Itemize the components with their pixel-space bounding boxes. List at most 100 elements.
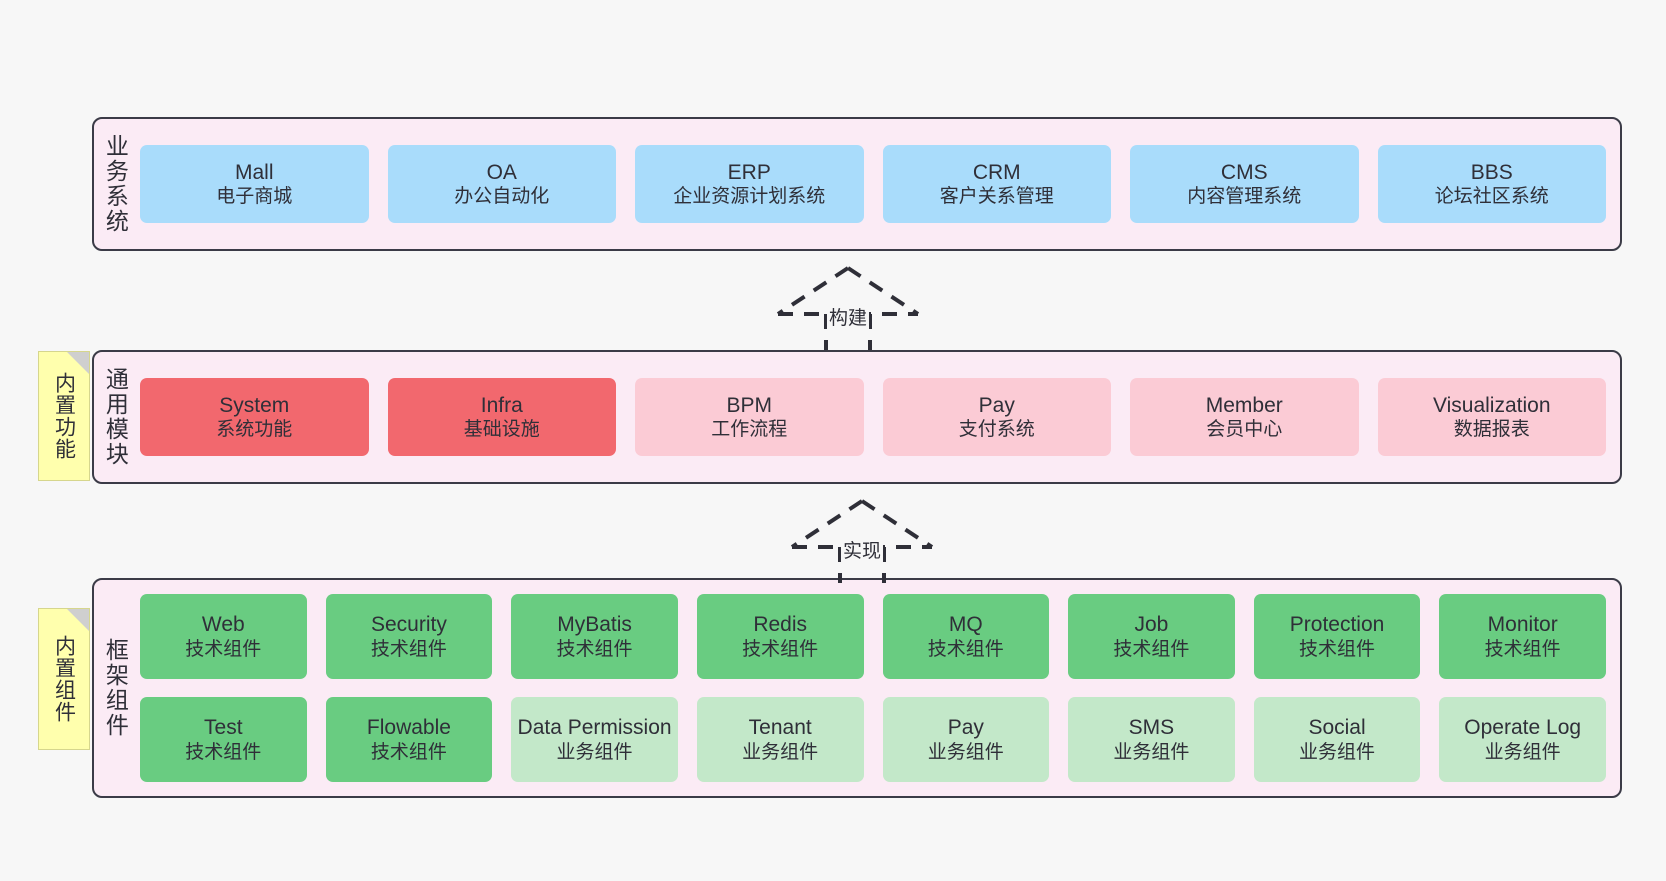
- card-title: Tenant: [748, 716, 812, 740]
- card-title: Pay: [978, 393, 1015, 417]
- card-subtitle: 系统功能: [216, 419, 293, 441]
- card-subtitle: 客户关系管理: [939, 186, 1054, 208]
- card-subtitle: 办公自动化: [454, 186, 550, 208]
- layer-title-framework: 框架组件: [102, 638, 129, 738]
- note-builtin-components: 内置组件: [38, 608, 90, 750]
- card-title: MyBatis: [557, 613, 632, 637]
- note-builtin-features: 内置功能: [38, 351, 90, 481]
- card-subtitle: 数据报表: [1453, 419, 1530, 441]
- card-title: BPM: [726, 393, 772, 417]
- card-subtitle: 技术组件: [370, 638, 447, 660]
- card-title: Member: [1205, 393, 1283, 417]
- layer-title-business: 业务系统: [102, 134, 129, 234]
- card-subtitle: 支付系统: [958, 419, 1035, 441]
- card-subtitle: 业务组件: [1113, 741, 1190, 763]
- card-subtitle: 工作流程: [711, 419, 788, 441]
- card-title: Infra: [480, 393, 523, 417]
- card-subtitle: 业务组件: [742, 741, 819, 763]
- card-subtitle: 企业资源计划系统: [673, 186, 826, 208]
- card-title: Pay: [947, 716, 984, 740]
- card-subtitle: 技术组件: [927, 638, 1004, 660]
- card-title: CRM: [972, 160, 1021, 184]
- card-subtitle: 技术组件: [1484, 638, 1561, 660]
- card-title: Data Permission: [517, 716, 672, 740]
- card-subtitle: 技术组件: [1113, 638, 1190, 660]
- card-title: Job: [1134, 613, 1169, 637]
- card-subtitle: 技术组件: [556, 638, 633, 660]
- card-title: System: [219, 393, 290, 417]
- connector-implement-arrow: [790, 499, 934, 583]
- card-title: BBS: [1470, 160, 1513, 184]
- connector-implement-label: 实现: [840, 536, 884, 563]
- card-subtitle: 技术组件: [742, 638, 819, 660]
- card-title: ERP: [727, 160, 771, 184]
- note-fold-corner-icon: [67, 609, 89, 631]
- card-title: CMS: [1220, 160, 1268, 184]
- card-title: Security: [371, 613, 447, 637]
- card-subtitle: 技术组件: [1299, 638, 1376, 660]
- connector-build-arrow: [776, 266, 920, 350]
- card-subtitle: 业务组件: [927, 741, 1004, 763]
- card-subtitle: 技术组件: [185, 638, 262, 660]
- connector-implement: 实现: [772, 495, 952, 583]
- card-title: MQ: [948, 613, 983, 637]
- card-title: Flowable: [366, 716, 451, 740]
- card-subtitle: 技术组件: [370, 741, 447, 763]
- card-subtitle: 电子商城: [216, 186, 293, 208]
- connector-build-label: 构建: [826, 303, 870, 330]
- card-title: OA: [486, 160, 517, 184]
- note-fold-corner-icon: [67, 352, 89, 374]
- note-builtin-features-label: 内置功能: [52, 372, 76, 460]
- card-title: Operate Log: [1464, 716, 1582, 740]
- card-title: Test: [204, 716, 243, 740]
- card-subtitle: 技术组件: [185, 741, 262, 763]
- card-subtitle: 会员中心: [1206, 419, 1283, 441]
- card-subtitle: 论坛社区系统: [1434, 186, 1549, 208]
- card-title: Visualization: [1432, 393, 1551, 417]
- note-builtin-components-label: 内置组件: [52, 635, 76, 723]
- card-title: Mall: [234, 160, 274, 184]
- card-subtitle: 内容管理系统: [1187, 186, 1302, 208]
- card-subtitle: 业务组件: [556, 741, 633, 763]
- card-title: Redis: [753, 613, 808, 637]
- card-title: Web: [201, 613, 245, 637]
